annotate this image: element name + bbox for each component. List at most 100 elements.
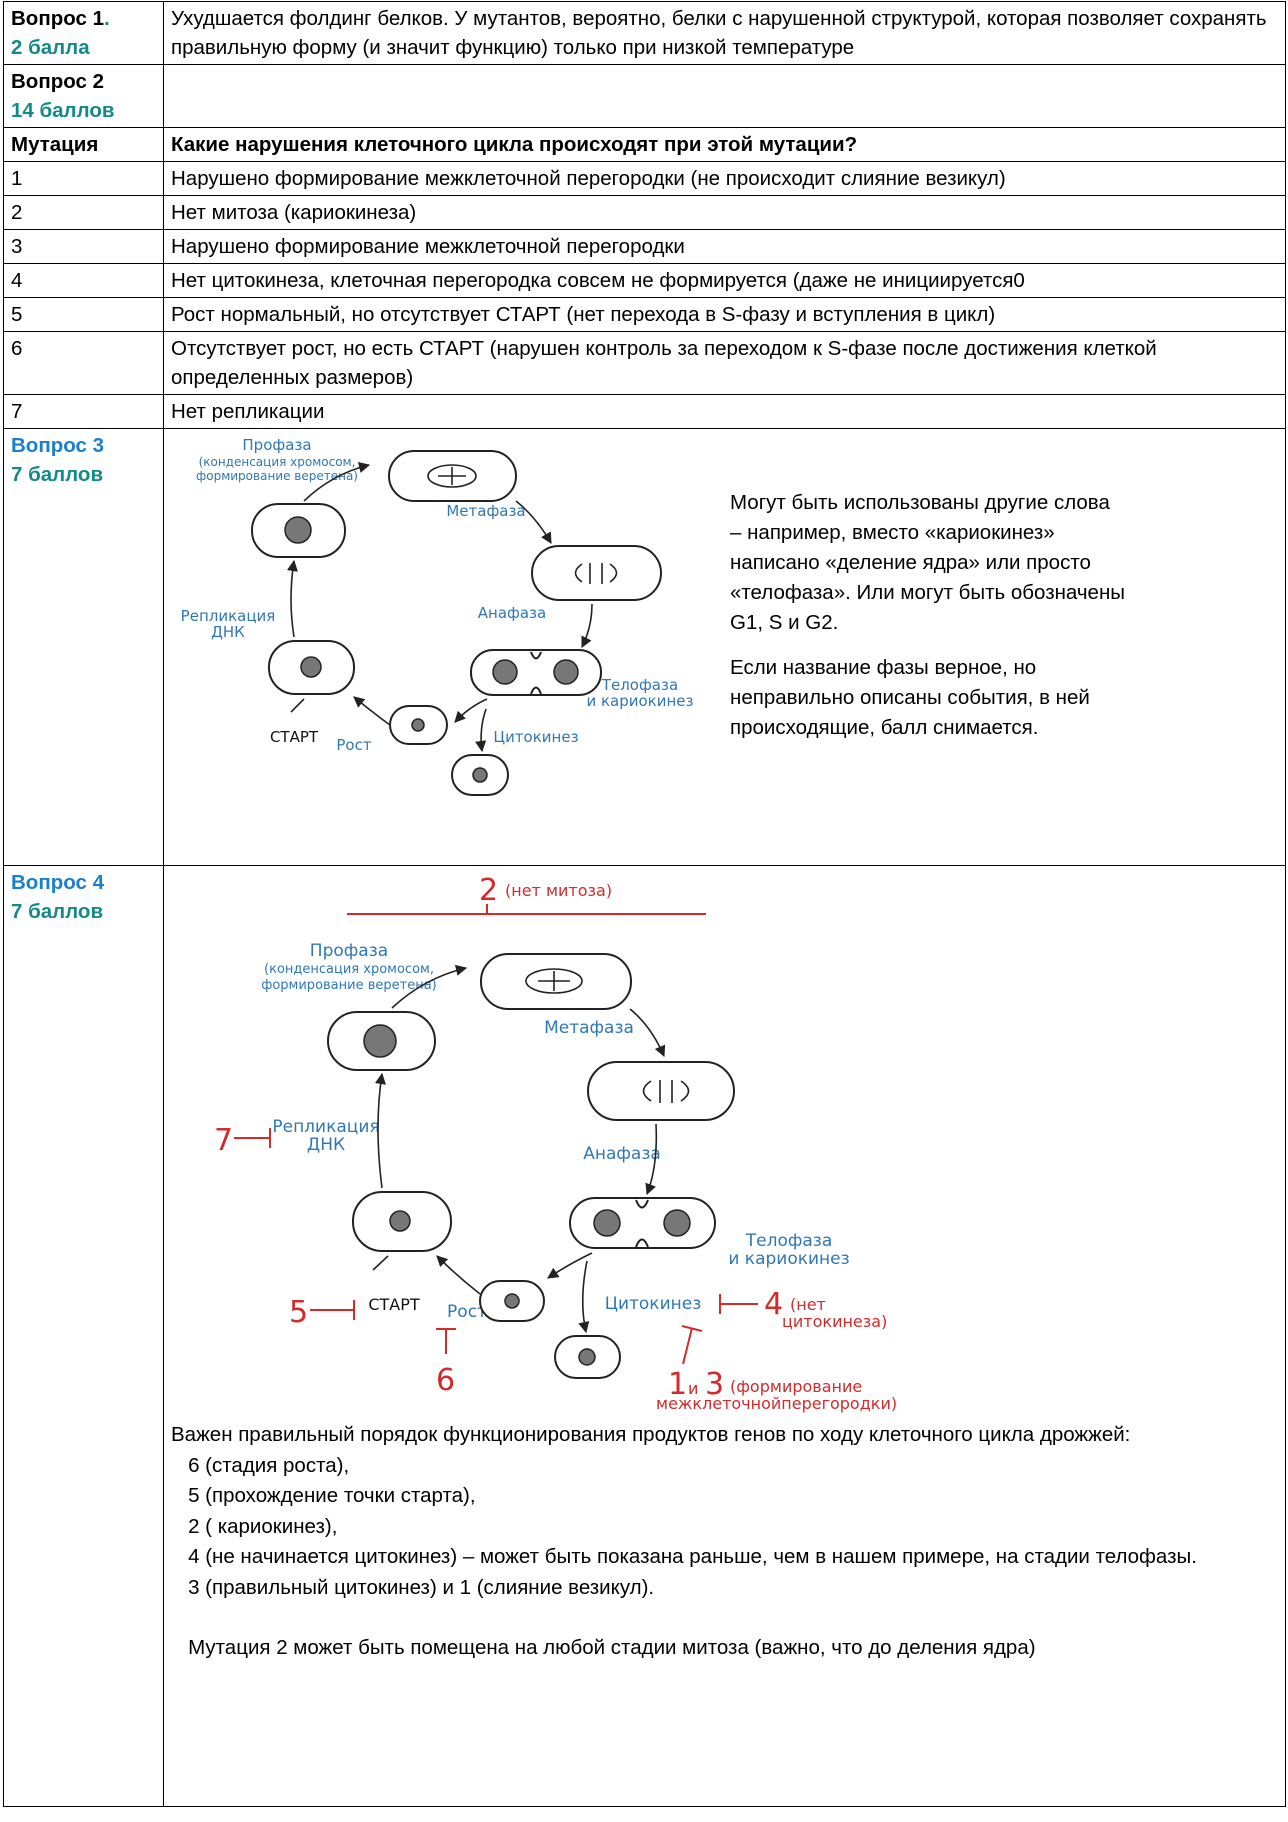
metaphase-label: Метафаза: [446, 502, 525, 520]
mutation-desc: Отсутствует рост, но есть СТАРТ (нарушен…: [163, 331, 1286, 395]
prophase-sub-2: формирование веретена): [196, 469, 358, 483]
telophase-label-2: и кариокинез: [728, 1249, 849, 1269]
question-4-points: 7 баллов: [11, 900, 104, 923]
daughter-nucleus-2: [578, 1348, 596, 1366]
anaphase-label: Анафаза: [583, 1144, 661, 1164]
mutation-1-number: 1: [668, 1367, 687, 1402]
arrow-to-daughter-2: [578, 1260, 590, 1334]
anaphase-cell: [587, 1061, 735, 1121]
replication-label-1: Репликация: [181, 607, 276, 625]
replicated-nucleus: [284, 516, 312, 544]
prophase-sub-1: (конденсация хромосом,: [199, 455, 356, 469]
mutation-num: 2: [3, 195, 164, 230]
mutation-num: 1: [3, 161, 164, 196]
anaphase-spindle: [642, 1080, 690, 1102]
cell-cycle-diagram: Профаза (конденсация хромосом, формирова…: [181, 436, 694, 796]
metaphase-label: Метафаза: [544, 1018, 634, 1038]
arrow-to-start: [436, 1255, 481, 1295]
arrow-to-metaphase: [391, 964, 468, 1009]
question-4-cell: 2 (нет митоза) Профаза (конденсация хром…: [163, 865, 1286, 1807]
explanation-line: Мутация 2 может быть помещена на любой с…: [171, 1636, 1036, 1659]
arrow-to-anaphase: [629, 1008, 666, 1058]
row-question-2: Вопрос 2 14 баллов: [3, 64, 1286, 128]
row-question-4: Вопрос 4 7 баллов 2 (нет митоза): [3, 865, 1286, 1807]
telophase-label-1: Телофаза: [601, 676, 678, 694]
annotated-cell-cycle-diagram: 2 (нет митоза) Профаза (конденсация хром…: [214, 873, 897, 1413]
question-3-note-1: Могут быть использованы другие слова – н…: [730, 491, 1126, 634]
daughter-nucleus-1: [504, 1293, 520, 1309]
mutation-num: 3: [3, 229, 164, 264]
arrow-to-daughter-2: [475, 708, 487, 753]
question-2-points: 14 баллов: [11, 99, 115, 122]
mutation-num: 7: [3, 394, 164, 429]
daughter-nucleus-1: [411, 718, 425, 732]
telophase-nucleus-left: [492, 659, 518, 685]
mutation-5-number: 5: [289, 1295, 308, 1330]
mutation-desc: Нет митоза (кариокинеза): [163, 195, 1286, 230]
answer-table: Вопрос 1. 2 балла Ухудшается фолдинг бел…: [3, 1, 1286, 1807]
question-3-label: Вопрос 3: [11, 434, 104, 457]
question-4-label: Вопрос 4: [11, 871, 104, 894]
question-4-explanation: Важен правильный порядок функционировани…: [164, 1420, 1285, 1664]
telophase-label-2: и кариокинез: [586, 692, 693, 710]
question-1-points: 2 балла: [11, 36, 90, 59]
mutation-num: 4: [3, 263, 164, 298]
metaphase-spindle: [525, 968, 583, 994]
prophase-sub-2: формирование веретена): [261, 978, 437, 993]
start-nucleus: [300, 656, 322, 678]
mutation-1-3-text-1: (формирование: [730, 1377, 862, 1396]
prophase-label: Профаза: [310, 941, 388, 961]
replicated-nucleus: [363, 1024, 397, 1058]
mutation-4-number: 4: [764, 1287, 783, 1322]
mutation-3-number: 3: [705, 1367, 724, 1402]
question-3-points: 7 баллов: [11, 463, 104, 486]
cytokinesis-label: Цитокинез: [493, 728, 578, 746]
arrow-to-daughter-1: [454, 698, 488, 723]
prophase-label: Профаза: [242, 436, 311, 454]
mutation-desc: Нет репликации: [163, 394, 1286, 429]
arrow-to-replication: [286, 559, 298, 638]
question-1-cell: Вопрос 1. 2 балла: [3, 1, 164, 65]
question-2-empty: [163, 64, 1286, 128]
growth-label: Рост: [336, 736, 371, 754]
telophase-nucleus-right: [663, 1209, 691, 1237]
mutation-2-number: 2: [479, 873, 498, 908]
mutation-1-3-text-2: межклеточнойперегородки): [656, 1394, 897, 1413]
arrow-to-telophase: [581, 603, 593, 649]
daughter-nucleus-2: [472, 767, 488, 783]
row-question-3: Вопрос 3 7 баллов Профаза (конденсация х…: [3, 428, 1286, 866]
arrow-to-metaphase: [303, 461, 371, 502]
replication-label-2: ДНК: [307, 1135, 345, 1155]
explanation-line: Важен правильный порядок функционировани…: [171, 1423, 1131, 1446]
start-label: СТАРТ: [368, 1295, 420, 1314]
growth-label: Рост: [447, 1302, 487, 1322]
row-question-1: Вопрос 1. 2 балла Ухудшается фолдинг бел…: [3, 1, 1286, 65]
mutation-4-text-1: (нет: [790, 1295, 826, 1314]
question-1-answer: Ухудшается фолдинг белков. У мутантов, в…: [163, 1, 1286, 65]
question-1-label: Вопрос 1: [11, 7, 104, 30]
question-3-cell: Профаза (конденсация хромосом, формирова…: [163, 428, 1286, 866]
prophase-sub-1: (конденсация хромосом,: [264, 962, 434, 977]
arrow-to-replication: [374, 1072, 387, 1189]
anaphase-cell: [531, 545, 662, 601]
mutation-4-text-2: цитокинеза): [782, 1312, 887, 1331]
mutation-7-number: 7: [214, 1123, 233, 1158]
metaphase-spindle: [427, 464, 477, 488]
anaphase-label: Анафаза: [478, 604, 546, 622]
mutation-6-number: 6: [436, 1363, 455, 1398]
mutation-desc: Нарушено формирование межклеточной перег…: [163, 161, 1286, 196]
anaphase-spindle: [574, 563, 618, 583]
question-3-note-2: Если название фазы верное, но неправильн…: [730, 656, 1090, 739]
telophase-label-1: Телофаза: [745, 1231, 833, 1251]
telophase-nucleus-left: [593, 1209, 621, 1237]
explanation-line: 6 (стадия роста),: [171, 1453, 350, 1477]
mutation-desc: Рост нормальный, но отсутствует СТАРТ (н…: [163, 297, 1286, 332]
explanation-line: 4 (не начинается цитокинез) – может быть…: [171, 1545, 1197, 1568]
arrow-to-anaphase: [515, 500, 552, 544]
explanation-line: [171, 1603, 1278, 1633]
